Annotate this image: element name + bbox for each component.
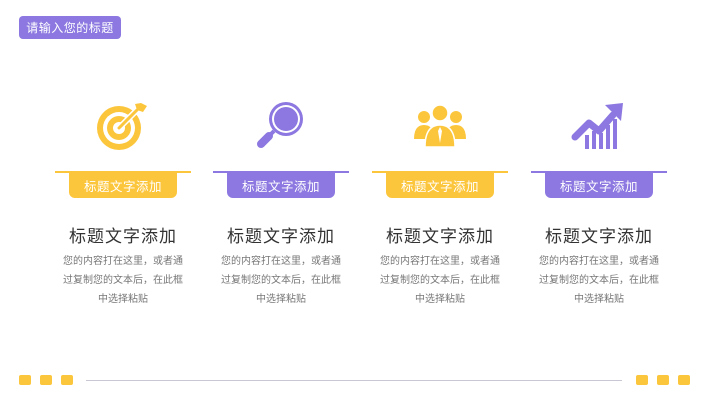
decor-dot — [40, 375, 52, 385]
tab-top-bar — [372, 171, 508, 173]
column-heading: 标题文字添加 — [227, 227, 335, 247]
column-description: 您的内容打在这里，或者通 过复制您的文本后，在此框 中选择粘贴 — [221, 256, 341, 305]
magnifier-icon — [213, 95, 349, 157]
team-icon — [372, 95, 508, 157]
column-heading: 标题文字添加 — [545, 227, 653, 247]
column-description: 您的内容打在这里，或者通 过复制您的文本后，在此框 中选择粘贴 — [380, 256, 500, 305]
target-icon — [55, 95, 191, 157]
tab-top-bar — [531, 171, 667, 173]
column-tab-label: 标题文字添加 — [386, 173, 494, 198]
decor-dot — [61, 375, 73, 385]
decor-dot — [19, 375, 31, 385]
decor-dot — [657, 375, 669, 385]
column-description: 您的内容打在这里，或者通 过复制您的文本后，在此框 中选择粘贴 — [539, 256, 659, 305]
column-tab-label: 标题文字添加 — [545, 173, 653, 198]
column-tab-label: 标题文字添加 — [227, 173, 335, 198]
tab-top-bar — [213, 171, 349, 173]
footer-dots-left — [19, 375, 73, 385]
slide-title-badge: 请输入您的标题 — [19, 16, 121, 39]
tab-top-bar — [55, 171, 191, 173]
column-description: 您的内容打在这里，或者通 过复制您的文本后，在此框 中选择粘贴 — [63, 256, 183, 305]
footer-dots-right — [636, 375, 690, 385]
decor-dot — [636, 375, 648, 385]
column-heading: 标题文字添加 — [69, 227, 177, 247]
column-heading: 标题文字添加 — [386, 227, 494, 247]
decor-dot — [678, 375, 690, 385]
growth-chart-icon — [531, 95, 667, 157]
column-tab-label: 标题文字添加 — [69, 173, 177, 198]
footer-divider — [86, 380, 622, 381]
